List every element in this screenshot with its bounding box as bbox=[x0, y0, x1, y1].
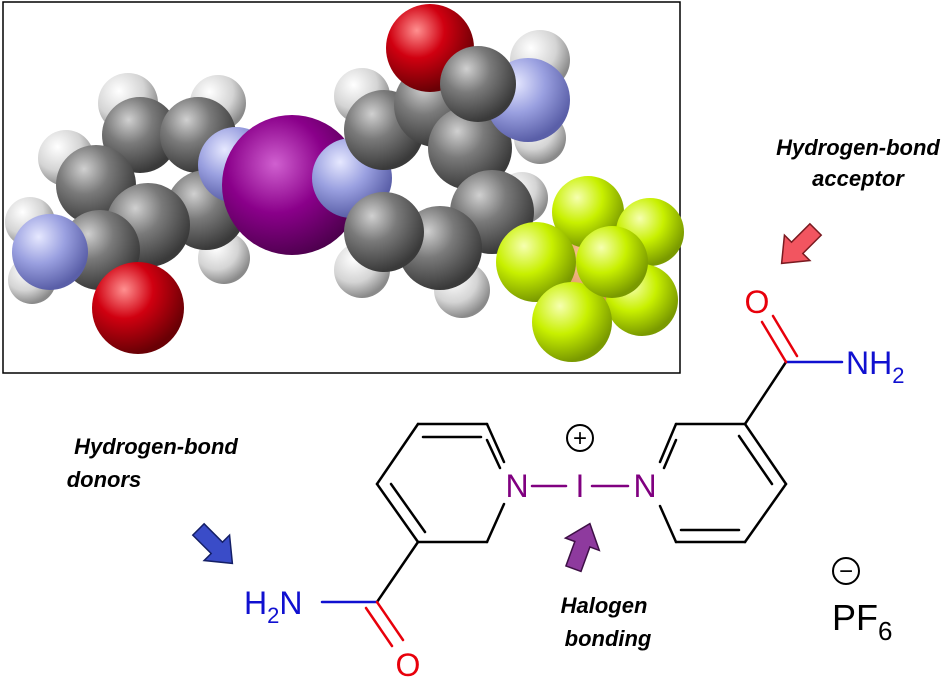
bond bbox=[375, 482, 420, 544]
cation-charge: + bbox=[573, 425, 587, 452]
bond-CO bbox=[375, 600, 405, 642]
donor-arrow-icon bbox=[191, 522, 234, 565]
acceptor-label-line1: Hydrogen-bond bbox=[776, 135, 940, 160]
amide-nitrogen-left: H2N bbox=[244, 585, 302, 628]
structural-formula bbox=[320, 314, 844, 648]
nitrogen-sphere bbox=[12, 214, 88, 290]
bond bbox=[485, 422, 506, 464]
iodine-atom: I bbox=[576, 468, 585, 504]
anion-charge-icon bbox=[832, 557, 860, 585]
carbon-sphere bbox=[344, 192, 424, 272]
acceptor-label-line2: acceptor bbox=[812, 166, 905, 191]
bond bbox=[658, 422, 678, 464]
oxygen-sphere bbox=[92, 262, 184, 354]
pyridine-nitrogen-left: N bbox=[505, 468, 528, 504]
bond bbox=[743, 360, 788, 426]
counterion-pf6: PF6 bbox=[832, 597, 892, 646]
carbon-sphere bbox=[428, 106, 512, 190]
anion-charge: − bbox=[839, 558, 853, 585]
bond-CO bbox=[364, 606, 394, 648]
fluorine-sphere bbox=[532, 282, 612, 362]
acceptor-arrow-icon bbox=[780, 222, 823, 265]
bond-double bbox=[389, 482, 427, 534]
bond bbox=[743, 422, 788, 486]
bond bbox=[658, 504, 678, 544]
oxygen-atom-right: O bbox=[745, 284, 770, 320]
donors-label-line2: donors bbox=[67, 467, 142, 492]
space-filling-model bbox=[2, 1, 684, 374]
halogen-arrow-icon bbox=[563, 522, 601, 573]
pyridine-nitrogen-right: N bbox=[633, 468, 656, 504]
bond-CO bbox=[760, 320, 788, 364]
halogen-label-line2: bonding bbox=[565, 626, 652, 651]
bond bbox=[375, 422, 420, 486]
bond bbox=[485, 502, 506, 544]
carbon-sphere bbox=[440, 46, 516, 122]
halogen-label-line1: Halogen bbox=[561, 593, 648, 618]
bond-double bbox=[485, 438, 502, 470]
fluorine-sphere bbox=[496, 222, 576, 302]
bond-CO bbox=[771, 314, 799, 358]
fluorine-sphere bbox=[576, 226, 648, 298]
donors-label-line1: Hydrogen-bond bbox=[74, 434, 238, 459]
bond-double bbox=[737, 434, 774, 486]
bond bbox=[375, 540, 420, 604]
amide-nitrogen-right: NH2 bbox=[846, 345, 904, 388]
bond bbox=[743, 482, 788, 544]
cation-charge-icon bbox=[566, 424, 594, 452]
bond-double bbox=[662, 438, 678, 470]
oxygen-atom-left: O bbox=[396, 647, 421, 682]
